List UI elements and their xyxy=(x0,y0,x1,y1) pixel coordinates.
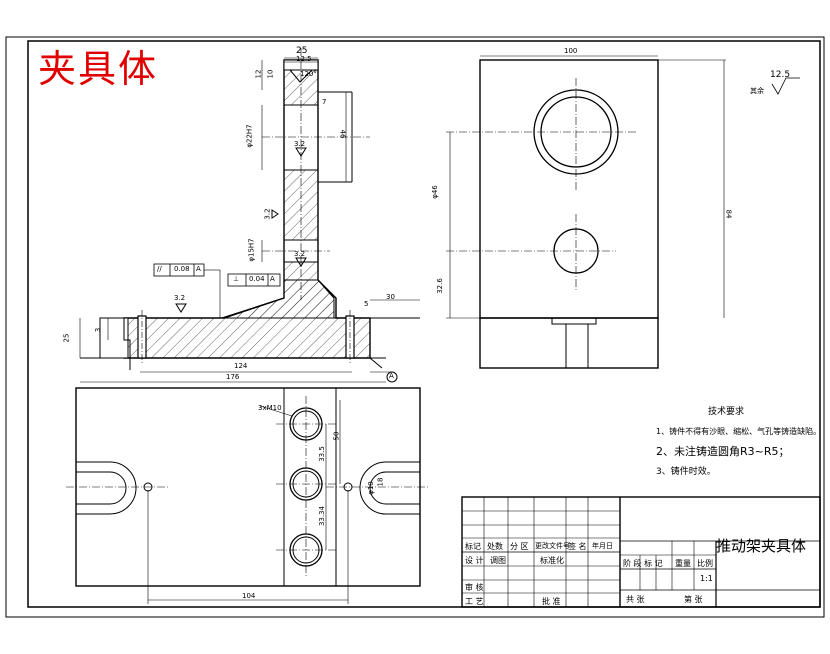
dim-12: 12 xyxy=(254,69,263,79)
dim-25: 25 xyxy=(296,46,308,56)
tb-standardize: 标准化 xyxy=(540,556,564,565)
tol-perp-symbol: ⊥ xyxy=(233,275,240,283)
tb-proof: 调图 xyxy=(490,556,506,565)
tb-sheets-total: 共 张 xyxy=(626,595,645,604)
tech-requirements-heading: 技术要求 xyxy=(708,407,745,417)
dim-176: 176 xyxy=(226,373,240,381)
dim-phi22h7: φ22H7 xyxy=(245,124,254,148)
roughness-3-2-b: 3.2 xyxy=(294,250,306,258)
tb-stage-label: 阶 段 标 记 xyxy=(623,559,663,568)
dim-120: 120° xyxy=(300,70,317,78)
dim-phi10: φ10 xyxy=(366,481,375,495)
tb-scale-label: 比例 xyxy=(697,559,713,568)
tol-perp-value: 0.04 xyxy=(249,275,265,283)
tb-process: 工 艺 xyxy=(465,597,484,606)
tb-check: 审 核 xyxy=(465,583,484,592)
tb-weight-label: 重量 xyxy=(675,559,691,568)
roughness-remaining-label: 其余 xyxy=(750,87,764,95)
tb-sheet-no: 第 张 xyxy=(684,595,703,604)
dim-3: 3 xyxy=(94,327,103,333)
tb-mark: 标记 xyxy=(465,542,481,551)
dim-phi15h7: φ15H7 xyxy=(247,238,256,262)
dim-3xm10: 3xM10 xyxy=(258,404,282,412)
dim-18: 18 xyxy=(376,477,385,487)
datum-a-label: A xyxy=(389,372,394,380)
dim-phi46: φ46 xyxy=(430,185,439,199)
dim-30: 30 xyxy=(386,293,395,301)
tb-design: 设 计 xyxy=(465,556,484,565)
dim-46: 46 xyxy=(338,129,347,139)
dim-33-5: 33.5 xyxy=(317,446,326,462)
tb-scale-value: 1:1 xyxy=(700,574,713,583)
tech-item-3: 3、铸件时效。 xyxy=(656,467,716,477)
dim-124: 124 xyxy=(234,362,248,370)
outer-border xyxy=(5,36,825,618)
plan-view xyxy=(66,387,430,604)
dim-84: 84 xyxy=(724,209,733,219)
tech-item-1: 1、铸件不得有沙眼、缩松、气孔等铸造缺陷。 xyxy=(656,427,822,436)
dim-10: 10 xyxy=(266,69,275,79)
dim-5: 5 xyxy=(364,300,369,308)
dim-104: 104 xyxy=(242,592,256,600)
dim-7: 7 xyxy=(322,98,327,106)
tech-item-2: 2、未注铸造圆角R3~R5； xyxy=(656,445,790,458)
tb-zone: 分 区 xyxy=(510,542,529,551)
tb-sign: 签 名 xyxy=(568,542,587,551)
roughness-3-2-a: 3.2 xyxy=(294,140,306,148)
tb-count: 处数 xyxy=(487,542,503,551)
dim-100: 100 xyxy=(564,47,578,55)
tb-approve: 批 准 xyxy=(542,597,561,606)
tb-date: 年月日 xyxy=(592,542,613,550)
dim-32-6: 32.6 xyxy=(435,278,444,294)
dim-25-base: 25 xyxy=(62,333,71,343)
tb-doc: 更改文件号 xyxy=(535,542,570,550)
dim-12-5: 12.5 xyxy=(296,55,312,63)
tol-parallel-symbol: // xyxy=(157,265,162,273)
section-view xyxy=(79,48,420,383)
roughness-12-5: 12.5 xyxy=(770,70,791,80)
tol-parallel-value: 0.08 xyxy=(174,265,190,273)
side-view xyxy=(446,55,800,369)
tol-perp-datum: A xyxy=(270,275,275,283)
part-name: 推动架夹具体 xyxy=(716,537,807,555)
tech-requirements: 技术要求 1、铸件不得有沙眼、缩松、气孔等铸造缺陷。 2、未注铸造圆角R3~R5… xyxy=(656,402,821,482)
title-block-grid xyxy=(461,496,821,608)
roughness-3-2-d: 3.2 xyxy=(174,294,186,302)
tol-parallel-datum: A xyxy=(196,265,201,273)
roughness-3-2-c: 3.2 xyxy=(263,208,272,220)
drawing-red-title: 夹具体 xyxy=(38,47,159,91)
inner-border xyxy=(27,40,821,608)
dim-50: 50 xyxy=(332,431,341,441)
dim-33-34: 33.34 xyxy=(318,505,327,527)
